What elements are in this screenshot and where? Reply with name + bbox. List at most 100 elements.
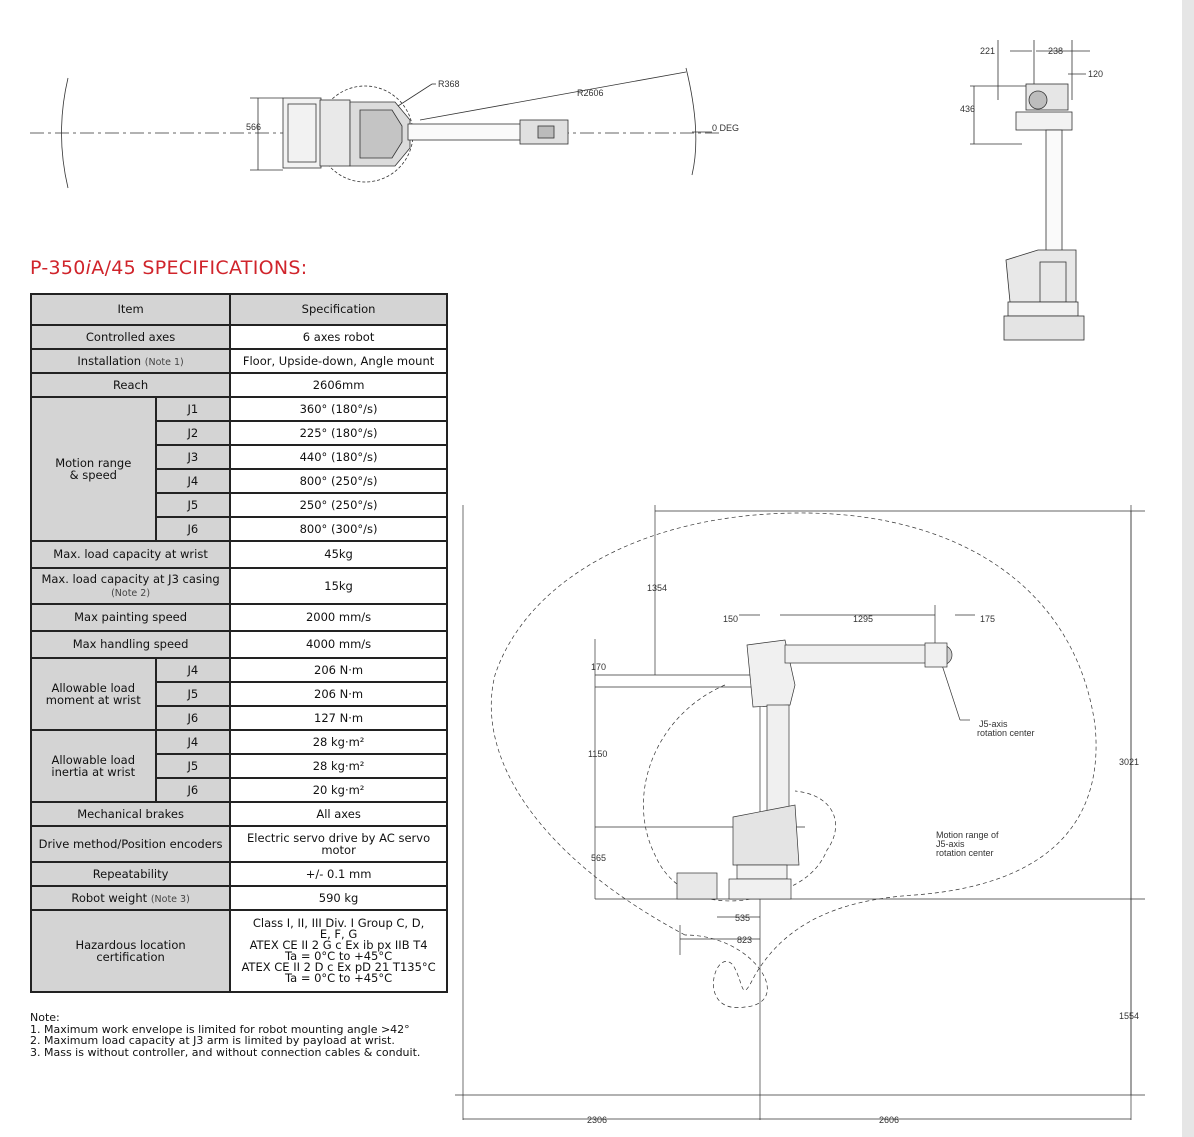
moment-value: 127 N·m [229,705,448,731]
max-painting-label: Max painting speed [29,603,232,632]
installation-label-text: Installation [77,353,142,368]
page-edge-strip [1182,0,1194,1137]
inertia-value: 28 kg·m² [229,729,448,755]
inertia-value: 28 kg·m² [229,753,448,779]
max-handling-label: Max handling speed [29,630,232,659]
title-model-italic: i [85,257,92,279]
note-line: 3. Mass is without controller, and witho… [30,1045,421,1059]
motion-joint: J1 [154,396,232,422]
moment-joint: J5 [154,681,232,707]
max-load-wrist-label: Max. load capacity at wrist [29,540,232,569]
motion-joint: J3 [154,444,232,470]
header-item: Item [29,293,232,326]
dim-1354-label: 1354 [647,583,667,593]
dim-170-label: 170 [591,662,606,672]
hazard-line: E, F, G [319,927,358,941]
dim-120-label: 120 [1088,69,1103,79]
max-load-j3-label-text: Max. load capacity at J3 casing [41,572,220,587]
dim-1150-label: 1150 [588,749,607,759]
motion-joint: J4 [154,468,232,494]
zero-deg-label: 0 DEG [712,123,739,133]
installation-label: Installation (Note 1) [29,348,232,374]
dim-221-label: 221 [980,46,995,56]
dim-566-label: 566 [246,122,261,132]
hazard-line: ATEX CE II 2 D c Ex pD 21 T135°C [241,960,436,974]
dim-565-label: 565 [591,853,606,863]
j5-label-line1: J5-axis [979,719,1008,729]
moment-label-line1: Allowable load [51,680,136,695]
dim-823-label: 823 [737,935,752,945]
moment-joint: J6 [154,705,232,731]
controlled-axes-label: Controlled axes [29,324,232,350]
max-load-j3-label: Max. load capacity at J3 casing(Note 2) [29,567,232,605]
hazard-line: Class I, II, III Div. I Group C, D, [252,916,425,930]
weight-label-text: Robot weight [71,890,148,905]
drive-value-line2: motor [321,843,356,857]
max-handling-value: 4000 mm/s [229,630,448,659]
r368-label: R368 [438,79,460,89]
dim-1295-label: 1295 [853,614,873,624]
front-view-drawing: 221 238 120 436 [960,40,1103,341]
dim-436-label: 436 [960,104,975,114]
inertia-label-line2: inertia at wrist [51,765,136,779]
moment-value: 206 N·m [229,681,448,707]
motion-label-line1: Motion range [55,455,132,470]
motion-value: 360° (180°/s) [229,396,448,422]
notes-heading: Note: [30,1011,60,1024]
inertia-joint: J5 [154,753,232,779]
note-line: 1. Maximum work envelope is limited for … [30,1022,410,1036]
j5-label-line2: rotation center [977,728,1035,738]
dim-2306-label: 2306 [587,1115,607,1125]
hazard-line: Ta = 0°C to +45°C [285,971,393,985]
moment-value: 206 N·m [229,657,448,683]
motion-joint: J6 [154,516,232,542]
motion-value: 225° (180°/s) [229,420,448,446]
motion-value: 800° (300°/s) [229,516,448,542]
motion-value: 800° (250°/s) [229,468,448,494]
max-load-j3-note: (Note 2) [111,587,151,599]
moment-joint: J4 [154,657,232,683]
title-model: P-350 [30,257,86,279]
moment-label-line2: moment at wrist [45,693,141,707]
hazard-label-line2: certification [96,950,165,964]
weight-note: (Note 3) [150,893,190,905]
dim-175-label: 175 [980,614,995,624]
max-load-j3-value: 15kg [229,567,448,605]
hazard-line: Ta = 0°C to +45°C [285,949,393,963]
max-painting-value: 2000 mm/s [229,603,448,632]
reach-value: 2606mm [229,372,448,398]
spec-title: P-350iA/45 SPECIFICATIONS: [30,257,307,279]
inertia-joint: J4 [154,729,232,755]
dim-2606-label: 2606 [879,1115,899,1125]
dim-150-label: 150 [723,614,738,624]
drive-value-line1: Electric servo drive by AC servo [247,830,431,845]
brakes-value: All axes [229,801,448,827]
motion-joint: J2 [154,420,232,446]
range-label-line2: J5-axis [936,839,965,849]
notes: Note: 1. Maximum work envelope is limite… [30,1012,420,1058]
r2606-label: R2606 [577,88,604,98]
work-envelope-drawing: 1354 150 1295 175 170 1150 565 535 823 3… [455,505,1145,1125]
title-specs: A/45 SPECIFICATIONS: [91,257,308,279]
repeatability-value: +/- 0.1 mm [229,861,448,887]
dim-238-label: 238 [1048,46,1063,56]
controlled-axes-value: 6 axes robot [229,324,448,350]
installation-note: (Note 1) [144,356,184,368]
weight-label: Robot weight (Note 3) [29,885,232,911]
motion-value: 250° (250°/s) [229,492,448,518]
dim-3021-label: 3021 [1119,757,1139,767]
top-view-drawing: 566 R368 R2606 0 DEG [30,67,739,189]
motion-value: 440° (180°/s) [229,444,448,470]
range-label-line3: rotation center [936,848,994,858]
hazard-line: ATEX CE II 2 G c Ex ib px IIB T4 [249,938,428,952]
header-spec: Specification [229,293,448,326]
dim-535-label: 535 [735,913,750,923]
brakes-label: Mechanical brakes [29,801,232,827]
inertia-value: 20 kg·m² [229,777,448,803]
repeatability-label: Repeatability [29,861,232,887]
motion-label-line2: & speed [69,468,117,482]
